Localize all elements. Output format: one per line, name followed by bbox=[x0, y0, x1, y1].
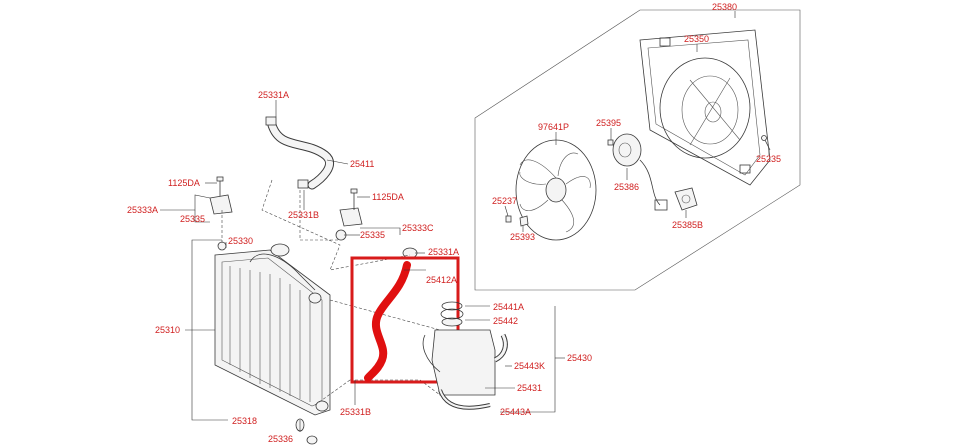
label-25333C: 25333C bbox=[402, 223, 434, 233]
label-25310: 25310 bbox=[155, 325, 180, 335]
label-25331A-top: 25331A bbox=[258, 90, 289, 100]
label-25411: 25411 bbox=[350, 159, 374, 169]
label-25336: 25336 bbox=[268, 434, 293, 444]
label-25386: 25386 bbox=[614, 182, 639, 192]
leader-lines bbox=[160, 11, 770, 432]
radiator bbox=[214, 243, 331, 416]
label-25385B: 25385B bbox=[672, 220, 703, 230]
label-25412A: 25412A bbox=[426, 275, 457, 285]
mounting-brackets bbox=[209, 176, 418, 445]
motor-bracket bbox=[674, 187, 698, 211]
label-25335-right: 25335 bbox=[360, 230, 385, 240]
label-25330: 25330 bbox=[228, 236, 253, 246]
part-labels: 25380 25350 97641P 25395 25235 25386 252… bbox=[127, 2, 781, 444]
label-25331A-mid: 25331A bbox=[428, 247, 459, 257]
label-1125DA-right: 1125DA bbox=[372, 192, 404, 202]
label-1125DA-left: 1125DA bbox=[168, 178, 200, 188]
label-25441A: 25441A bbox=[493, 302, 524, 312]
label-25235: 25235 bbox=[756, 154, 781, 164]
label-25443K: 25443K bbox=[514, 361, 545, 371]
label-25443A: 25443A bbox=[500, 407, 531, 417]
label-25318: 25318 bbox=[232, 416, 257, 426]
label-25237: 25237 bbox=[492, 196, 517, 206]
fan-shroud bbox=[639, 29, 771, 186]
label-25393: 25393 bbox=[510, 232, 535, 242]
upper-hose-25411 bbox=[265, 116, 334, 190]
label-25430: 25430 bbox=[567, 353, 592, 363]
coolant-reservoir bbox=[422, 301, 508, 410]
fan-blade bbox=[515, 139, 597, 241]
label-25431: 25431 bbox=[517, 383, 542, 393]
label-25331B-top: 25331B bbox=[288, 210, 319, 220]
label-25331B-bottom: 25331B bbox=[340, 407, 371, 417]
fan-motor bbox=[612, 133, 668, 211]
label-25335-left: 25335 bbox=[180, 214, 205, 224]
label-97641P: 97641P bbox=[538, 122, 569, 132]
fan-assembly-frame bbox=[474, 9, 801, 291]
label-25380: 25380 bbox=[712, 2, 737, 12]
highlighted-hose bbox=[364, 261, 411, 382]
small-hardware bbox=[505, 135, 771, 227]
label-25333A: 25333A bbox=[127, 205, 158, 215]
label-25442: 25442 bbox=[493, 316, 518, 326]
label-25395: 25395 bbox=[596, 118, 621, 128]
label-25350: 25350 bbox=[684, 34, 709, 44]
